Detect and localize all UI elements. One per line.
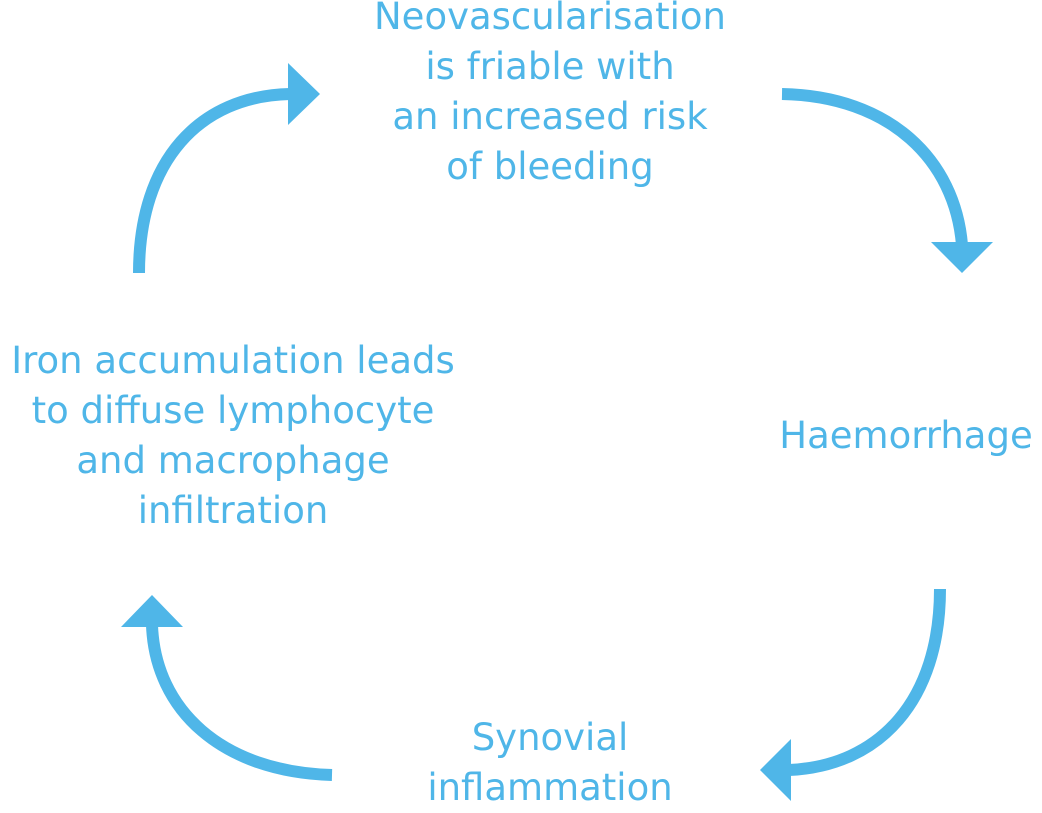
- arrow-head: [931, 242, 993, 273]
- arrow-left-to-top: [133, 63, 320, 274]
- arrow-head: [121, 595, 183, 627]
- arrow-arc: [146, 624, 333, 781]
- arrow-head: [288, 63, 320, 125]
- node-line: Iron accumulation leads: [11, 339, 455, 382]
- node-neovascularisation: Neovascularisation is friable with an in…: [360, 0, 740, 192]
- node-line: is friable with: [425, 45, 675, 88]
- node-line: inflammation: [427, 766, 673, 809]
- node-line: Synovial: [471, 716, 629, 759]
- node-line: to diffuse lymphocyte: [31, 389, 435, 432]
- arrow-right-to-bottom: [760, 588, 946, 801]
- arrow-bottom-to-left: [121, 595, 333, 781]
- arrow-arc: [788, 588, 946, 776]
- node-line: infiltration: [137, 489, 329, 532]
- arrow-arc: [133, 88, 291, 274]
- arrow-top-to-right: [781, 88, 993, 273]
- arrow-arc: [781, 88, 968, 246]
- arrow-head: [760, 739, 791, 801]
- node-synovial-inflammation: Synovial inflammation: [400, 713, 700, 813]
- node-line: an increased risk: [392, 95, 708, 138]
- node-line: Neovascularisation: [374, 0, 726, 38]
- node-line: of bleeding: [446, 145, 654, 188]
- node-line: and macrophage: [76, 439, 390, 482]
- node-iron-accumulation: Iron accumulation leads to diffuse lymph…: [0, 336, 466, 536]
- node-line: Haemorrhage: [779, 414, 1033, 457]
- node-haemorrhage: Haemorrhage: [770, 411, 1042, 461]
